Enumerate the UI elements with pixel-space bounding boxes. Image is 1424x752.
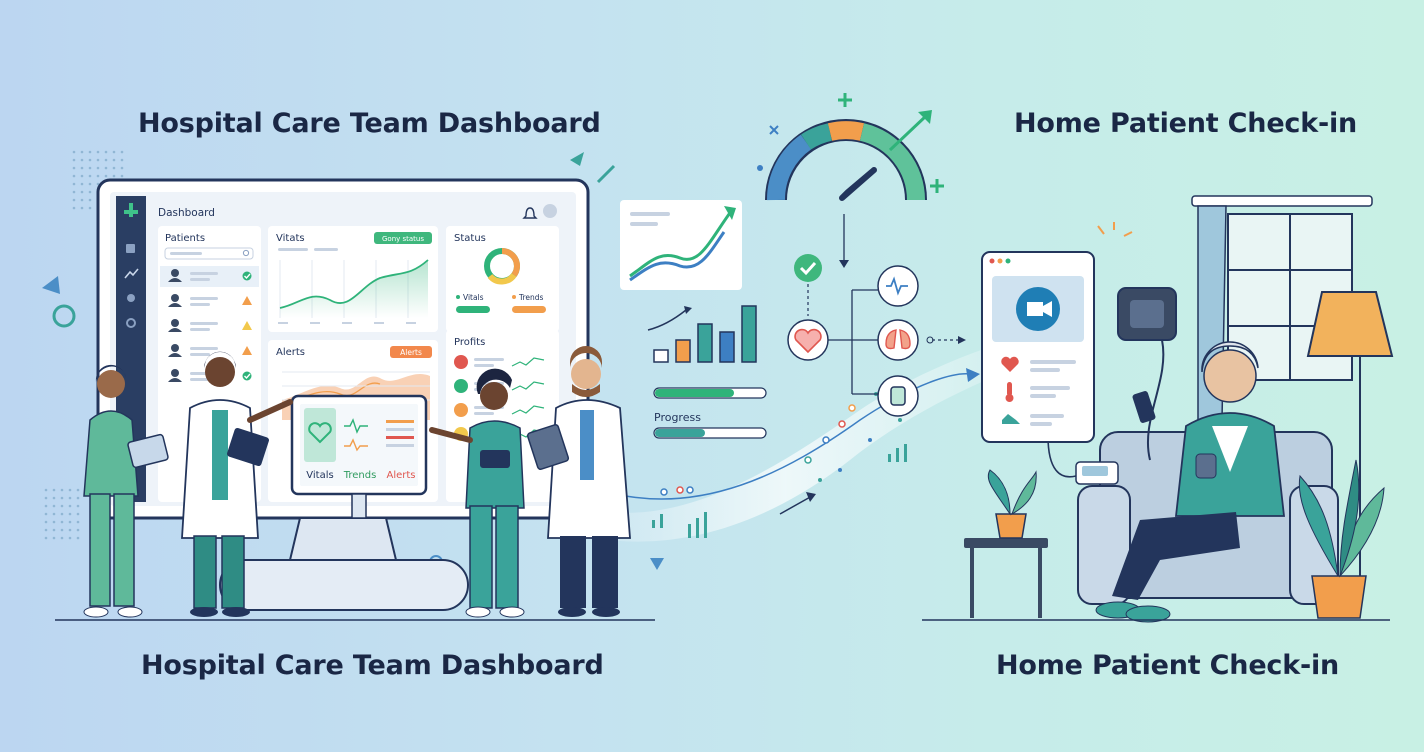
thermometer-icon <box>1007 382 1012 396</box>
floor-lamp <box>1306 291 1394 600</box>
check-icon <box>799 261 817 276</box>
bar-chart <box>647 305 757 363</box>
steps-shoe-icon <box>1002 414 1020 424</box>
home-title-bottom: Home Patient Check-in <box>996 650 1340 681</box>
tablet-trends-label: Trends <box>343 470 377 481</box>
bell-icon[interactable] <box>522 207 538 219</box>
bar <box>653 349 669 363</box>
warning-icon <box>242 296 252 305</box>
vitals-status-badge[interactable] <box>374 232 432 244</box>
sidebar-users-icon[interactable] <box>127 294 135 302</box>
check-icon <box>242 371 252 381</box>
decor-ring <box>52 304 76 328</box>
sidebar-logo-icon <box>124 203 138 217</box>
search-icon <box>242 249 250 257</box>
decor-triangle <box>42 276 60 294</box>
heart-pulse-icon <box>794 328 822 354</box>
vitals-line-chart <box>279 259 429 309</box>
tablet-alerts-label: Alerts <box>386 470 415 481</box>
smartwatch-icon <box>890 386 906 406</box>
decor-line <box>596 164 616 184</box>
patient-row[interactable] <box>168 344 252 357</box>
hospital-title-top: Hospital Care Team Dashboard <box>138 108 601 139</box>
decor-triangle-2 <box>650 558 664 570</box>
trend-card <box>620 200 742 290</box>
mini-bars-flow <box>652 444 907 538</box>
dashboard-header-title: Dashboard <box>158 207 215 219</box>
decor-dots <box>44 150 124 540</box>
avatar-icon[interactable] <box>543 204 557 218</box>
profits-card-title: Profits <box>454 337 485 348</box>
checkin-app-panel <box>981 251 1095 443</box>
vitals-card-title: Vitats <box>276 233 305 244</box>
heart-icon <box>308 422 332 444</box>
potted-plant-right <box>1298 459 1385 619</box>
patient-row[interactable] <box>168 294 252 307</box>
patient-row[interactable] <box>168 319 252 332</box>
status-legend-trends: Trends <box>518 293 544 302</box>
bar <box>741 305 757 363</box>
check-icon <box>242 271 252 281</box>
profit-row <box>454 355 545 369</box>
decor-triangle-small <box>570 152 584 166</box>
elderly-patient <box>1095 341 1286 623</box>
ecg-sensor-icon <box>886 276 908 296</box>
nurse-center <box>429 368 525 618</box>
bar <box>719 331 735 363</box>
sidebar-trend-icon[interactable] <box>124 268 139 279</box>
sidebar-gear-icon[interactable] <box>126 318 136 328</box>
alerts-badge-label: Alerts <box>400 348 422 357</box>
nurse-left <box>83 364 169 618</box>
alerts-card-title: Alerts <box>276 347 305 358</box>
warning-icon <box>242 321 252 330</box>
progress-section: Progress <box>653 387 767 439</box>
shared-tablet: Vitals Trends Alerts <box>290 394 428 519</box>
monitoring-diagram <box>787 254 966 417</box>
health-gauge <box>757 93 944 201</box>
bp-monitor-cuff <box>1117 287 1177 461</box>
sidebar-grid-icon[interactable] <box>126 244 135 253</box>
side-table <box>964 469 1048 618</box>
sparkles <box>1097 222 1133 237</box>
patients-search-input[interactable] <box>164 247 254 260</box>
bp-device <box>1047 435 1119 485</box>
status-legend-vitals: Vitals <box>463 293 484 302</box>
warning-icon <box>242 346 252 355</box>
vitals-badge-label: Gony status <box>382 235 424 243</box>
hospital-title-bottom: Hospital Care Team Dashboard <box>141 650 604 681</box>
patients-card-title: Patients <box>165 233 205 244</box>
bar <box>697 323 713 363</box>
progress-label: Progress <box>654 411 701 424</box>
doctor-right <box>526 346 631 617</box>
doctor-center-left <box>181 351 293 617</box>
status-card-title: Status <box>454 233 486 244</box>
heart-rate-icon <box>1001 356 1019 372</box>
video-camera-icon <box>1027 301 1052 317</box>
alerts-badge[interactable] <box>390 346 432 358</box>
tablet-vitals-label: Vitals <box>306 470 333 481</box>
lungs-icon <box>885 329 911 350</box>
home-title-top: Home Patient Check-in <box>1014 108 1358 139</box>
bar <box>675 339 691 363</box>
patient-row[interactable] <box>160 266 259 287</box>
